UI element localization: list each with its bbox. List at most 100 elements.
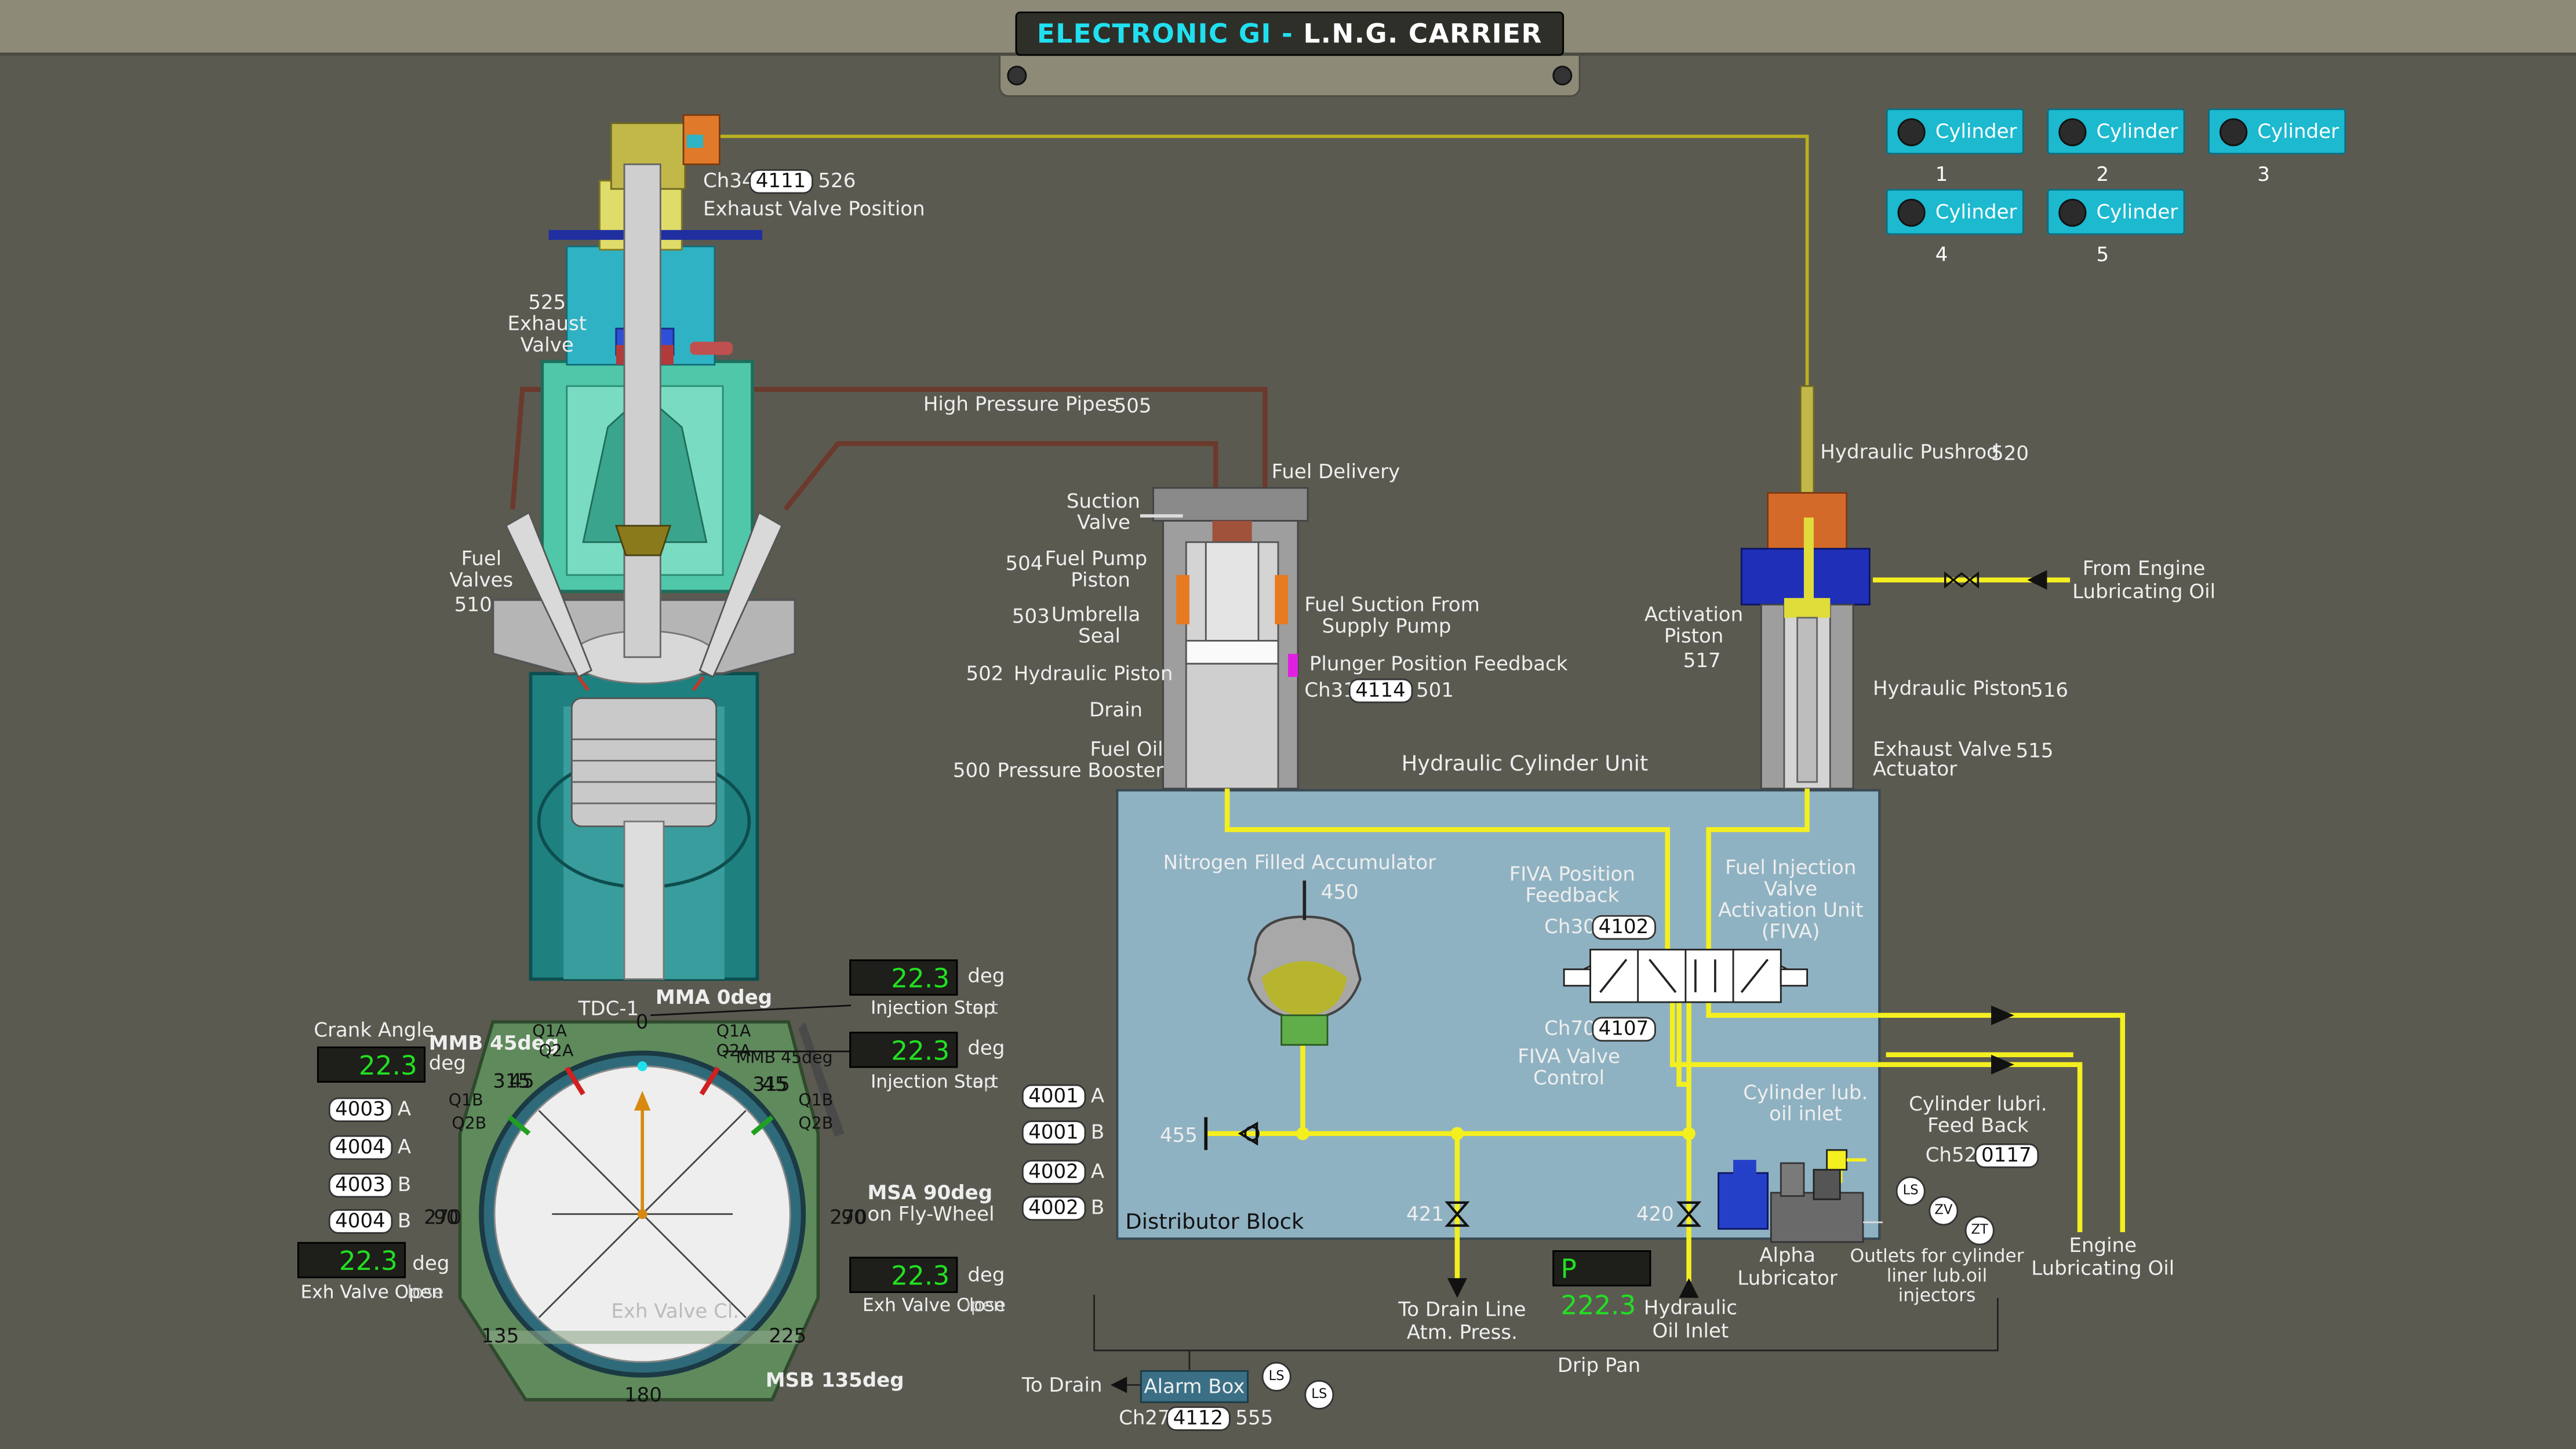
actuator-hp-label: Hydraulic Piston bbox=[1872, 676, 2032, 700]
sensor-tag[interactable]: 4001 bbox=[1021, 1084, 1086, 1109]
alarm-tag[interactable]: 4112 bbox=[1166, 1406, 1230, 1431]
injection-stop-ghost: Injection Start bbox=[871, 997, 998, 1019]
crank-angle-dial bbox=[458, 1020, 845, 1401]
q1b-right-label: Q1B bbox=[798, 1092, 834, 1111]
actuator-label: Exhaust Valve bbox=[1872, 737, 2012, 761]
cylinder-2-button[interactable]: Cylinder 2 bbox=[2047, 108, 2185, 185]
umbrella-num: 503 bbox=[1012, 605, 1050, 628]
exhaust-position-label: Exhaust Valve Position bbox=[703, 197, 925, 220]
to-drain-label: To Drain bbox=[1021, 1373, 1103, 1397]
cylinder-4-button[interactable]: Cylinder 4 bbox=[1886, 188, 2024, 266]
drip-pan-label: Drip Pan bbox=[1557, 1353, 1641, 1377]
drain-line-label2: Atm. Press. bbox=[1406, 1320, 1518, 1344]
crank-angle-readout: 22.3 bbox=[317, 1046, 426, 1083]
ls-sensor-icon[interactable]: LS bbox=[1895, 1176, 1926, 1206]
fuel-pump-label: Fuel Pump bbox=[1045, 547, 1148, 570]
booster-label: Fuel Oil bbox=[1090, 737, 1163, 761]
fiva-feedback-ch: Ch30 bbox=[1544, 915, 1596, 938]
suction-valve-label2: Valve bbox=[1076, 511, 1130, 534]
position-signal-line bbox=[690, 134, 1809, 395]
fuel-oil-pressure-booster bbox=[1140, 487, 1309, 789]
msb-label: MSB 135deg bbox=[765, 1368, 904, 1392]
exhaust-ch-label: Ch34 bbox=[703, 169, 755, 192]
dial-315b: 315 bbox=[752, 1072, 790, 1096]
mma-label: MMA 0deg bbox=[655, 985, 773, 1009]
check-valve-num: 455 bbox=[1159, 1123, 1198, 1147]
tdc-label: TDC-1 bbox=[578, 997, 639, 1021]
alarm-box[interactable]: Alarm Box bbox=[1140, 1370, 1249, 1403]
sensor-tag-suffix: B bbox=[1090, 1196, 1105, 1219]
sensor-tag[interactable]: 4002 bbox=[1021, 1196, 1086, 1221]
exh-valve-open-label: Exh Valve Open bbox=[300, 1281, 443, 1303]
fiva-label4: (FIVA) bbox=[1762, 920, 1820, 944]
fiva-label2: Valve bbox=[1764, 877, 1818, 901]
sensor-tag[interactable]: 4004 bbox=[328, 1135, 392, 1160]
ls-alarm-icon-2[interactable]: LS bbox=[1304, 1379, 1334, 1410]
hydraulic-piston-num: 502 bbox=[966, 662, 1004, 685]
activation-piston-label: Activation bbox=[1644, 603, 1744, 626]
fuel-valve-left bbox=[505, 511, 593, 691]
lube-feedback-tag[interactable]: 0117 bbox=[1974, 1143, 2038, 1168]
status-led-icon bbox=[2058, 198, 2087, 227]
zt-sensor-icon[interactable]: ZT bbox=[1964, 1215, 1995, 1246]
sensor-tag[interactable]: 4002 bbox=[1021, 1160, 1086, 1185]
sensor-tag-suffix: A bbox=[397, 1097, 412, 1121]
high-pressure-pipe bbox=[510, 387, 1268, 510]
exh-valve-open-readout: 22.3 bbox=[297, 1242, 406, 1279]
drain-line-label: To Drain Line bbox=[1398, 1298, 1526, 1321]
hydraulic-oil-lines bbox=[1207, 788, 2126, 1281]
sensor-tag[interactable]: 4001 bbox=[1021, 1120, 1086, 1145]
piston bbox=[570, 697, 718, 828]
exhaust-position-tag[interactable]: 4111 bbox=[749, 169, 813, 194]
distributor-block-label: Distributor Block bbox=[1125, 1211, 1304, 1236]
cylinder-3-button[interactable]: Cylinder 3 bbox=[2208, 108, 2346, 185]
ls-alarm-icon[interactable]: LS bbox=[1261, 1361, 1291, 1392]
fuel-valves-label: Fuel bbox=[461, 547, 502, 570]
sensor-tag-suffix: A bbox=[397, 1135, 412, 1159]
exhaust-num: 526 bbox=[818, 169, 856, 192]
sensor-tag[interactable]: 4003 bbox=[328, 1097, 392, 1122]
engine-lube-label: Engine bbox=[2069, 1233, 2137, 1257]
exh-valve-close-ghost: Exh Valve Open bbox=[862, 1294, 1005, 1316]
msa-label2: on Fly-Wheel bbox=[867, 1202, 995, 1226]
pushrod-label: Hydraulic Pushrod bbox=[1820, 440, 1999, 464]
screw-icon bbox=[1552, 65, 1573, 86]
high-pressure-pipes-label: High Pressure Pipes bbox=[923, 392, 1118, 416]
hydraulic-inlet-label: Hydraulic bbox=[1643, 1296, 1738, 1320]
fuel-suction-label2: Supply Pump bbox=[1322, 614, 1451, 638]
activation-piston-label2: Piston bbox=[1664, 624, 1724, 647]
fiva-control-tag[interactable]: 4107 bbox=[1592, 1017, 1656, 1042]
plunger-tag[interactable]: 4114 bbox=[1348, 678, 1413, 704]
injection-start-unit: deg bbox=[967, 1036, 1005, 1060]
sensor-tag[interactable]: 4003 bbox=[328, 1173, 392, 1198]
crank-angle-unit: deg bbox=[428, 1051, 466, 1075]
zv-sensor-icon[interactable]: ZV bbox=[1929, 1196, 1959, 1226]
dial-90b: 90 bbox=[434, 1206, 459, 1229]
fiva-feedback-label: FIVA Position bbox=[1509, 862, 1635, 886]
injection-stop-label: Injection Stop bbox=[871, 997, 995, 1019]
alpha-lubricator-label: Alpha bbox=[1759, 1243, 1815, 1267]
fiva-control-label: FIVA Valve bbox=[1518, 1044, 1621, 1068]
activation-piston-num: 517 bbox=[1683, 649, 1721, 672]
fiva-feedback-tag[interactable]: 4102 bbox=[1592, 915, 1656, 940]
sensor-tag-suffix: B bbox=[397, 1173, 412, 1196]
cylinder-1-button[interactable]: Cylinder 1 bbox=[1886, 108, 2024, 185]
outlets-label: Outlets for cylinder bbox=[1850, 1245, 2024, 1267]
q1a-label: Q1A bbox=[532, 1023, 567, 1042]
lube-inlet-label: Cylinder lub. bbox=[1743, 1081, 1868, 1104]
exhaust-valve-label: Exhaust bbox=[507, 312, 587, 336]
fuel-delivery-label: Fuel Delivery bbox=[1271, 460, 1400, 483]
dial-45b: 45 bbox=[762, 1072, 788, 1096]
exh-valve-close-unit: deg bbox=[967, 1263, 1005, 1287]
cylinder-5-button[interactable]: Cylinder 5 bbox=[2047, 188, 2185, 266]
fiva-label: Fuel Injection bbox=[1725, 855, 1857, 879]
sensor-tag[interactable]: 4004 bbox=[328, 1209, 392, 1234]
actuator-num: 515 bbox=[2015, 739, 2054, 763]
sensor-tag-suffix: A bbox=[1090, 1084, 1105, 1108]
dial-90: 90 bbox=[841, 1206, 867, 1229]
title-tab bbox=[999, 56, 1581, 97]
fuel-valves-num: 510 bbox=[454, 593, 492, 616]
status-led-icon bbox=[2058, 118, 2087, 147]
